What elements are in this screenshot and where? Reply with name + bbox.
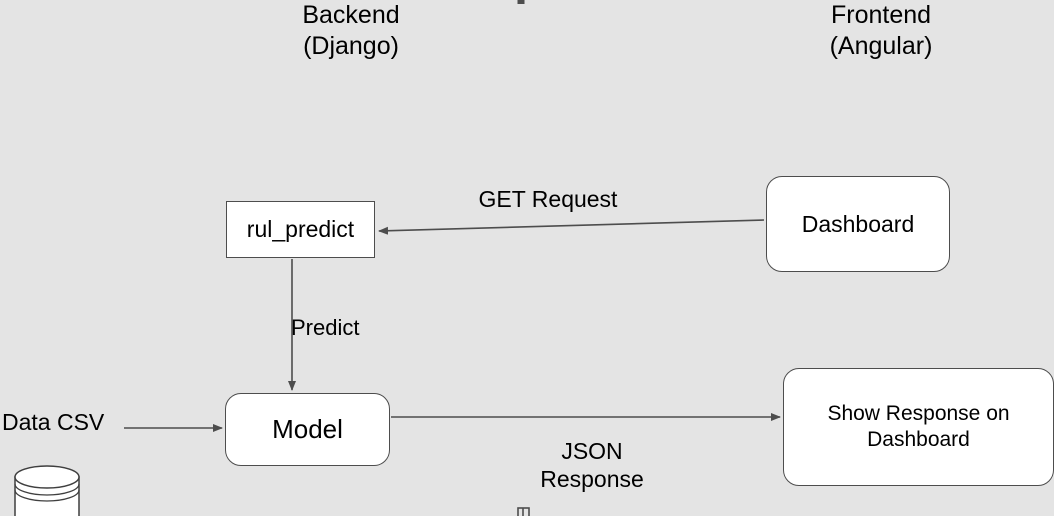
node-rul-predict[interactable]: rul_predict — [226, 201, 375, 258]
database-cylinder-icon — [14, 465, 80, 516]
node-model[interactable]: Model — [225, 393, 390, 466]
edge-get-request — [378, 219, 765, 235]
node-show-response-on-dashboard[interactable]: Show Response on Dashboard — [783, 368, 1054, 486]
node-dashboard[interactable]: Dashboard — [766, 176, 950, 272]
swimlane-divider-mark-bottom — [517, 507, 530, 516]
